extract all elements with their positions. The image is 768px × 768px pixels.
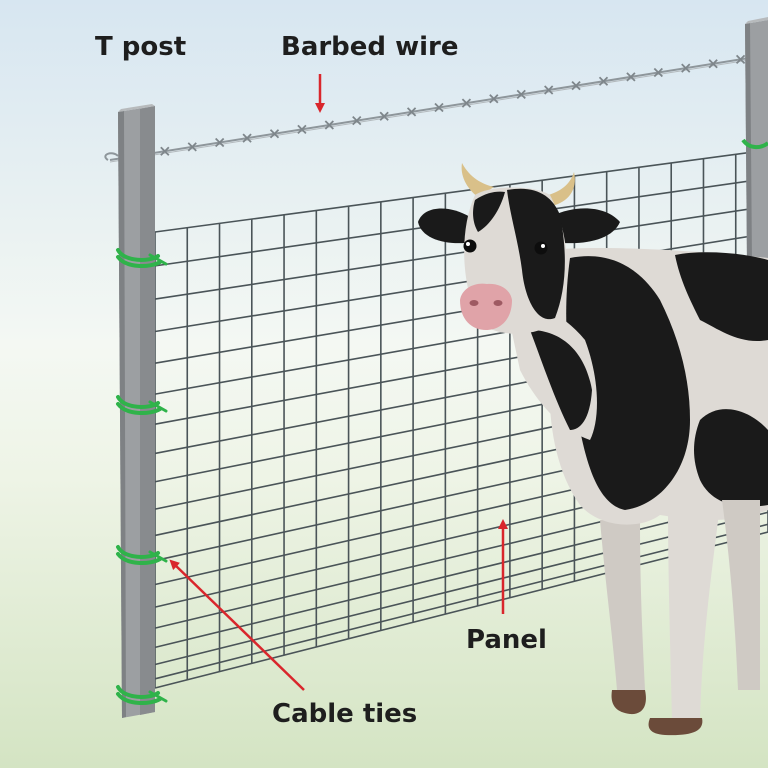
cable-ties-label: Cable ties: [272, 699, 418, 729]
cable-tie-icon: [116, 685, 168, 705]
barbed-wire-icon: [104, 54, 768, 163]
t-post-label: T post: [95, 32, 187, 62]
arrow-icon: [169, 559, 305, 691]
cable-tie-icon: [741, 138, 768, 150]
cable-tie-icon: [116, 545, 168, 565]
t-post-icon: [745, 17, 768, 265]
barbed-wire-label: Barbed wire: [281, 32, 459, 62]
cable-tie-icon: [116, 395, 168, 415]
panel-label: Panel: [466, 625, 547, 655]
cow-icon: [418, 163, 768, 736]
cable-tie-icon: [116, 248, 168, 268]
